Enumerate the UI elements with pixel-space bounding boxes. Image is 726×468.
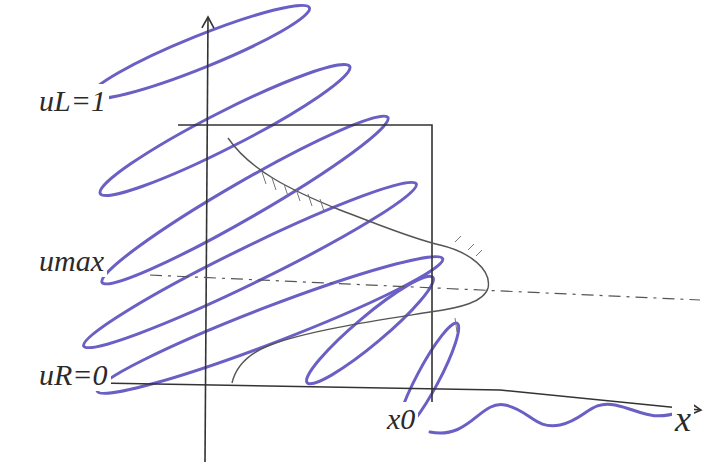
vertical-axis [205, 18, 208, 462]
solution-curve [228, 138, 488, 383]
hatch-marks [262, 172, 482, 332]
axis-label: x0 [384, 402, 418, 435]
axis-label: umax [36, 244, 107, 277]
initial-step-box [178, 125, 432, 402]
axis-label: x [672, 400, 694, 440]
umax-dashed-line [150, 275, 700, 300]
axis-label: uL=1 [36, 84, 109, 117]
purple-scribble [76, 0, 680, 438]
axes [98, 18, 700, 462]
axis-label: uR=0 [36, 358, 111, 391]
